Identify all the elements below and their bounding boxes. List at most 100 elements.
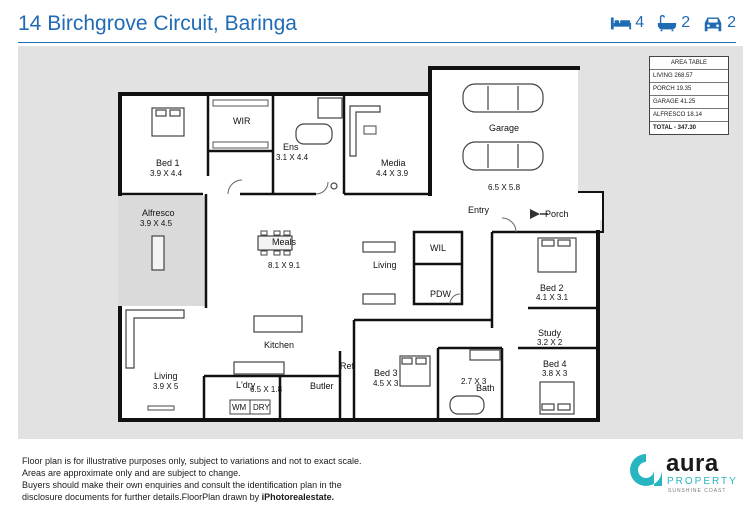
size-bed4: 3.8 X 3 (542, 369, 568, 378)
property-address: 14 Birchgrove Circuit, Baringa (18, 12, 297, 35)
kitchen-island (253, 315, 303, 333)
property-stats: 4 2 2 (610, 14, 736, 32)
bed3-furniture (399, 355, 431, 387)
wall-wil-block (412, 230, 464, 306)
label-living-center: Living (373, 260, 397, 270)
disclaimer-line-2: Areas are approximate only and are subje… (22, 468, 241, 478)
label-ldry: L'dry (236, 380, 256, 390)
alfresco-table (151, 235, 165, 271)
drawn-by-credit: iPhotorealestate. (261, 492, 335, 502)
living-tv (147, 405, 175, 411)
label-meals: Meals (272, 237, 297, 247)
ens-toilet (330, 182, 338, 190)
bed2-furniture (537, 237, 577, 273)
house-footprint (118, 68, 603, 421)
baths-count: 2 (681, 14, 691, 31)
logo-sub: PROPERTY (667, 476, 738, 487)
size-ens: 3.1 X 4.4 (276, 153, 309, 162)
meals-table (257, 235, 293, 251)
car-top (462, 83, 544, 113)
wet-fixtures (295, 97, 501, 415)
label-ens: Ens (283, 142, 299, 152)
label-wir: WIR (233, 116, 251, 126)
label-alfresco: Alfresco (142, 208, 175, 218)
door-swings (227, 179, 517, 305)
size-ldry: 6.5 X 1.8 (250, 385, 283, 394)
label-pdw: PDW (430, 289, 452, 299)
label-garage: Garage (489, 123, 519, 133)
size-study: 3.2 X 2 (537, 338, 563, 347)
bed-icon (611, 17, 632, 30)
bath-tub (449, 395, 485, 415)
area-row-garage: GARAGE 41.25 (650, 96, 728, 109)
size-media: 4.4 X 3.9 (376, 169, 409, 178)
baths-stat: 2 (656, 14, 690, 32)
disclaimer-line-3: Buyers should make their own enquiries a… (22, 480, 342, 490)
size-bed2: 4.1 X 3.1 (536, 293, 569, 302)
label-wm: WM (232, 403, 247, 412)
ens-shower (317, 97, 343, 119)
beds-count: 4 (635, 14, 645, 31)
label-bed1: Bed 1 (156, 158, 180, 168)
beds-stat: 4 (610, 14, 644, 32)
media-table (363, 125, 377, 135)
size-bed3: 4.5 X 3 (373, 379, 399, 388)
floor-plan: Bed 1 3.9 X 4.4 WIR Ens 3.1 X 4.4 Media … (18, 46, 743, 439)
disclaimer-text: disclosure documents for further details… (22, 492, 262, 502)
dry-box (249, 399, 271, 415)
label-entry: Entry (468, 205, 490, 215)
logo-word: aura (666, 450, 719, 477)
label-dry: DRY (253, 403, 270, 412)
label-bath: Bath (476, 383, 495, 393)
size-bath: 2.7 X 3 (461, 377, 487, 386)
label-media: Media (381, 158, 406, 168)
porch-recess (578, 191, 604, 233)
size-alfresco: 3.9 X 4.5 (140, 219, 173, 228)
bath-vanity (469, 349, 501, 361)
label-wil: WIL (430, 243, 446, 253)
area-row-porch: PORCH 19.35 (650, 83, 728, 96)
cars-stat: 2 (702, 14, 736, 32)
kitchen-bench (233, 361, 285, 375)
cars-count: 2 (727, 14, 736, 31)
size-garage: 6.5 X 5.8 (488, 183, 521, 192)
bed1-furniture (151, 107, 185, 137)
label-bed3: Bed 3 (374, 368, 398, 378)
living-sofa (125, 309, 185, 369)
aura-logo-icon (630, 454, 662, 486)
area-table-title: AREA TABLE (650, 57, 728, 70)
disclaimer: Floor plan is for illustrative purposes … (22, 455, 462, 503)
garage-cars (462, 83, 544, 171)
label-bed4: Bed 4 (543, 359, 567, 369)
ens-bath (295, 123, 333, 145)
bath-icon (658, 14, 677, 32)
car-icon (704, 17, 722, 32)
bed-furniture (151, 107, 577, 415)
area-row-alfresco: ALFRESCO 18.14 (650, 109, 728, 122)
label-butler: Butler (310, 381, 334, 391)
porch-arrow (530, 209, 540, 219)
disclaimer-line-1: Floor plan is for illustrative purposes … (22, 456, 362, 466)
size-living: 3.9 X 5 (153, 382, 179, 391)
header-rule (18, 42, 736, 43)
bed4-furniture (539, 381, 575, 415)
label-living: Living (154, 371, 178, 381)
wir-rails (212, 99, 269, 149)
label-study: Study (538, 328, 562, 338)
area-table: AREA TABLE LIVING 268.57 PORCH 19.35 GAR… (649, 56, 729, 135)
label-porch: Porch (545, 209, 569, 219)
label-kitchen: Kitchen (264, 340, 294, 350)
disclaimer-line-4: disclosure documents for further details… (22, 491, 462, 503)
car-bottom (462, 141, 544, 171)
media-sofa (349, 105, 381, 157)
label-bed2: Bed 2 (540, 283, 564, 293)
area-row-total: TOTAL - 347.30 (653, 125, 697, 131)
meals-chairs (260, 230, 291, 256)
aura-logo: aura PROPERTY SUNSHINE COAST (628, 450, 738, 500)
label-ref: Ref (340, 361, 355, 371)
size-bed1: 3.9 X 4.4 (150, 169, 183, 178)
living-sofas (362, 241, 396, 305)
logo-tiny: SUNSHINE COAST (668, 488, 727, 494)
size-meals: 8.1 X 9.1 (268, 261, 301, 270)
area-row-living: LIVING 268.57 (650, 70, 728, 83)
